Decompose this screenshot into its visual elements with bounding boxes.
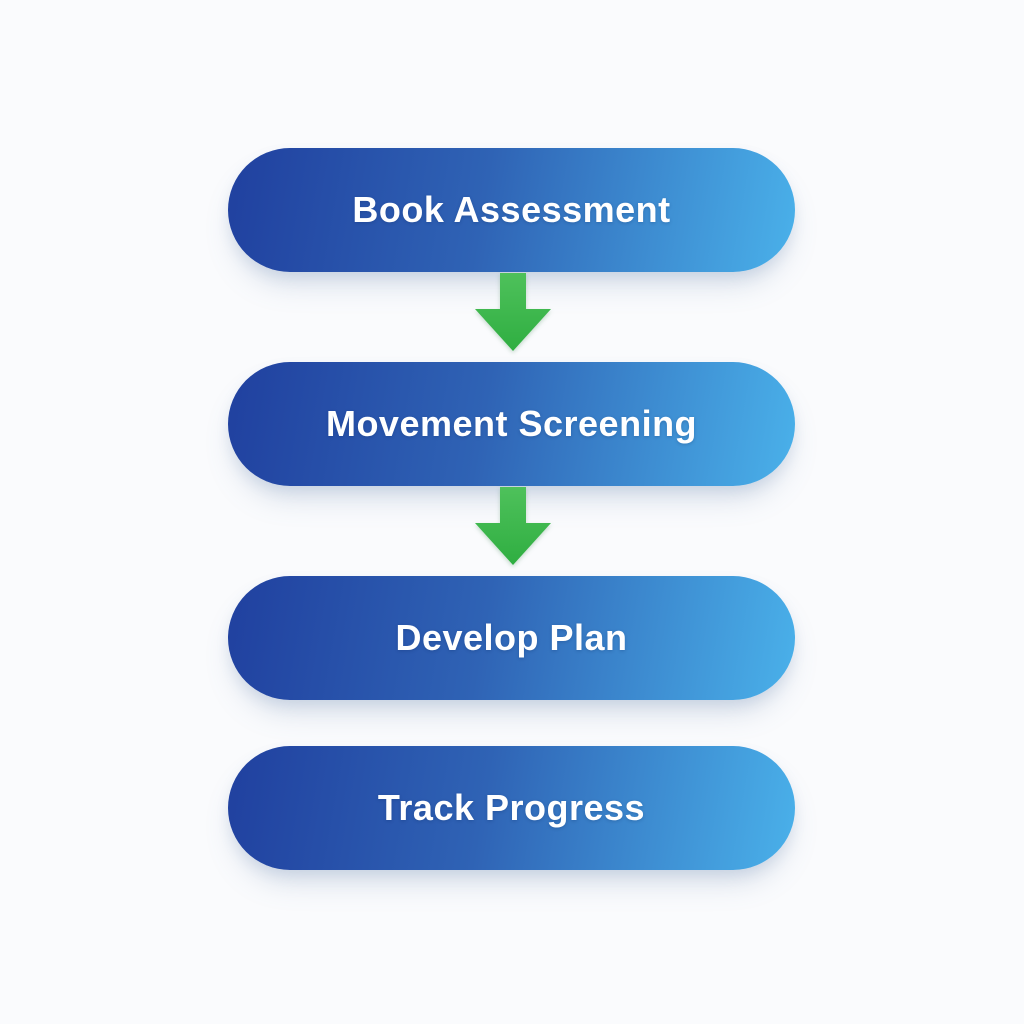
arrow-down-icon: [475, 487, 551, 565]
step-label: Develop Plan: [395, 617, 628, 658]
arrow-down-icon: [475, 273, 551, 351]
step-box-develop-plan: Develop Plan: [228, 576, 795, 700]
step-label: Movement Screening: [325, 403, 698, 444]
step-label: Book Assessment: [352, 189, 671, 230]
step-box-book-assessment: Book Assessment: [228, 148, 795, 272]
step-box-movement-screening: Movement Screening: [228, 362, 795, 486]
step-box-track-progress: Track Progress: [228, 746, 795, 870]
step-label: Track Progress: [377, 787, 646, 828]
